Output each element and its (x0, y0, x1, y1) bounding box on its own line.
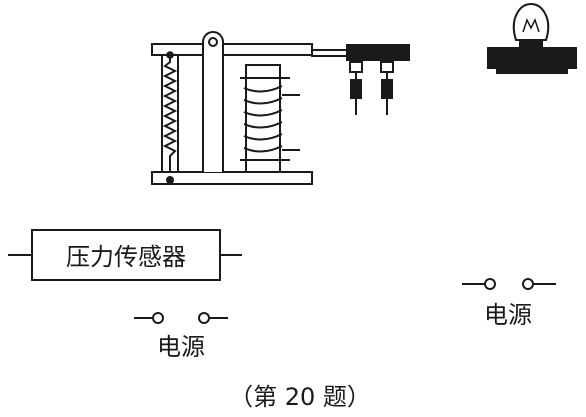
terminal-right-a (484, 278, 496, 290)
relay-contact-left (349, 61, 363, 115)
terminal-left-a (152, 312, 164, 324)
relay-armature-arm (311, 44, 410, 61)
relay-fulcrum-post (202, 31, 224, 172)
relay-top-bar (151, 43, 313, 56)
figure-caption: （第 20 题） (229, 383, 371, 411)
terminal-right-b (522, 278, 534, 290)
pressure-sensor (8, 229, 242, 281)
power-right-label: 电源 (484, 301, 532, 329)
relay-left-post (161, 55, 179, 172)
return-spring (162, 55, 178, 172)
light-bulb-icon (487, 2, 577, 74)
terminal-left-b (198, 312, 210, 324)
spring-pivot-bottom (166, 176, 174, 184)
spring-pivot-top (166, 51, 174, 59)
electromagnet-coil (240, 64, 300, 173)
power-terminals-left (134, 312, 228, 324)
power-terminals-right (462, 278, 556, 290)
relay-contact-right (380, 61, 394, 115)
pressure-sensor-label: 压力传感器 (66, 243, 186, 271)
electromagnetic-relay (151, 31, 410, 185)
relay-base-plate (151, 171, 313, 185)
power-left-label: 电源 (157, 333, 205, 361)
